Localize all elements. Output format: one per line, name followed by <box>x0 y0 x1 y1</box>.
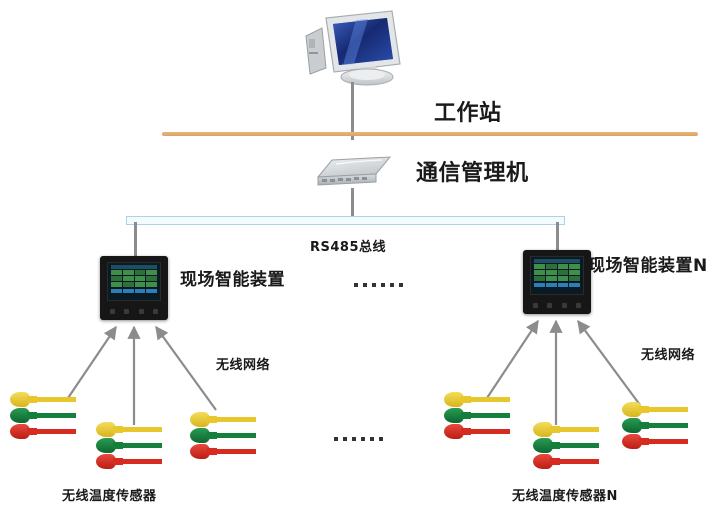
field-intelligent-device-left <box>100 256 168 320</box>
orange-divider-line <box>162 132 698 136</box>
screen-data-grid <box>534 264 580 281</box>
ellipsis-dots-icon-middle <box>354 283 403 287</box>
screen-data-grid <box>111 270 157 287</box>
ellipsis-dots-icon-bottom <box>334 437 383 441</box>
wireless-network-label-right: 无线网络 <box>641 348 696 363</box>
wireless-temperature-sensor-icon <box>190 412 256 466</box>
wireless-temperature-sensor-icon <box>96 422 162 476</box>
device-screen-right <box>530 256 584 295</box>
rs485-bus-label: RS485总线 <box>310 240 387 255</box>
wireless-temperature-sensor-icon <box>444 392 510 446</box>
device-keypad-left <box>110 309 158 314</box>
connector-bus-to-device-right <box>556 222 559 252</box>
wireless-temperature-sensor-icon <box>533 422 599 476</box>
workstation-label: 工作站 <box>434 101 502 126</box>
wireless-temperature-sensor-icon <box>622 402 688 456</box>
screen-soft-buttons <box>534 283 580 287</box>
connector-workstation-to-commgr <box>351 82 354 140</box>
connector-commgr-to-bus <box>351 188 354 218</box>
field-intelligent-device-right <box>523 250 591 314</box>
wireless-temperature-sensor-label: 无线温度传感器 <box>62 489 157 504</box>
field-device-label: 现场智能装置 <box>180 270 285 290</box>
screen-soft-buttons <box>111 289 157 293</box>
connector-bus-to-device-left <box>134 222 137 258</box>
communication-manager-icon <box>312 156 396 192</box>
screen-title-bar <box>111 265 157 269</box>
wireless-temperature-sensor-icon <box>10 392 76 446</box>
device-keypad-right <box>533 303 581 308</box>
wireless-network-label-left: 无线网络 <box>216 358 271 373</box>
screen-title-bar <box>534 259 580 263</box>
rs485-bus-bar <box>126 216 565 225</box>
workstation-monitor-icon <box>296 8 408 86</box>
device-screen-left <box>107 262 161 301</box>
wireless-temperature-sensor-n-label: 无线温度传感器N <box>512 489 618 504</box>
communication-manager-label: 通信管理机 <box>416 161 529 186</box>
field-device-n-label: 现场智能装置N <box>588 256 708 276</box>
